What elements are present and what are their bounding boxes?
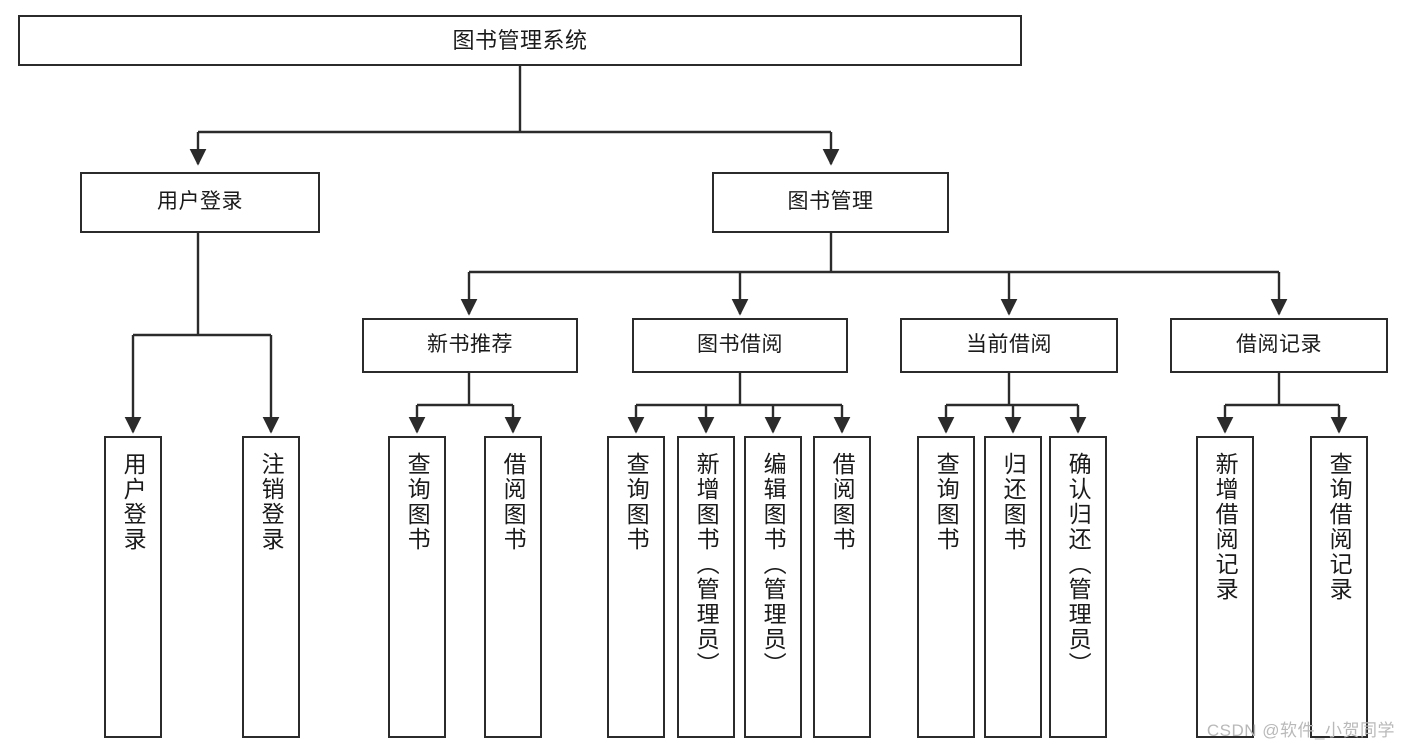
node-label: 注销登录 [258, 452, 285, 552]
leaf-edit-book-admin[interactable]: 编辑图书（管理员） [744, 436, 802, 738]
node-label: 图书管理 [787, 190, 874, 214]
leaf-add-borrow-record[interactable]: 新增借阅记录 [1196, 436, 1254, 738]
node-label: 当前借阅 [966, 333, 1052, 357]
leaf-confirm-return-admin[interactable]: 确认归还（管理员） [1049, 436, 1107, 738]
watermark: CSDN @软件_小贺同学 [1206, 721, 1395, 740]
leaf-query-book-recommend[interactable]: 查询图书 [388, 436, 446, 738]
node-label: 查询图书 [933, 452, 960, 552]
leaf-borrow-book[interactable]: 借阅图书 [813, 436, 871, 738]
leaf-query-book-borrow[interactable]: 查询图书 [607, 436, 665, 738]
node-label: 编辑图书（管理员） [760, 452, 787, 677]
leaf-logout[interactable]: 注销登录 [242, 436, 300, 738]
node-label: 查询图书 [623, 452, 650, 552]
node-label: 归还图书 [1000, 452, 1027, 552]
node-label: 用户登录 [157, 190, 243, 214]
node-root-system[interactable]: 图书管理系统 [18, 15, 1022, 66]
leaf-borrow-book-recommend[interactable]: 借阅图书 [484, 436, 542, 738]
leaf-query-borrow-record[interactable]: 查询借阅记录 [1310, 436, 1368, 738]
node-label: 新增图书（管理员） [693, 452, 720, 677]
node-book-borrow[interactable]: 图书借阅 [632, 318, 848, 373]
node-label: 借阅记录 [1236, 333, 1322, 357]
node-new-book-recommend[interactable]: 新书推荐 [362, 318, 578, 373]
node-label: 借阅图书 [829, 452, 856, 552]
node-current-borrow[interactable]: 当前借阅 [900, 318, 1118, 373]
node-label: 查询图书 [404, 452, 431, 552]
node-label: 确认归还（管理员） [1065, 452, 1092, 677]
leaf-add-book-admin[interactable]: 新增图书（管理员） [677, 436, 735, 738]
leaf-query-book-current[interactable]: 查询图书 [917, 436, 975, 738]
node-label: 借阅图书 [500, 452, 527, 552]
node-label: 图书管理系统 [452, 27, 588, 53]
node-borrow-record[interactable]: 借阅记录 [1170, 318, 1388, 373]
leaf-user-login[interactable]: 用户登录 [104, 436, 162, 738]
node-user-login[interactable]: 用户登录 [80, 172, 320, 233]
node-label: 新增借阅记录 [1212, 452, 1239, 602]
node-label: 用户登录 [120, 452, 147, 552]
node-label: 查询借阅记录 [1326, 452, 1353, 602]
node-label: 新书推荐 [427, 333, 513, 357]
leaf-return-book[interactable]: 归还图书 [984, 436, 1042, 738]
node-book-management[interactable]: 图书管理 [712, 172, 949, 233]
node-label: 图书借阅 [697, 333, 783, 357]
